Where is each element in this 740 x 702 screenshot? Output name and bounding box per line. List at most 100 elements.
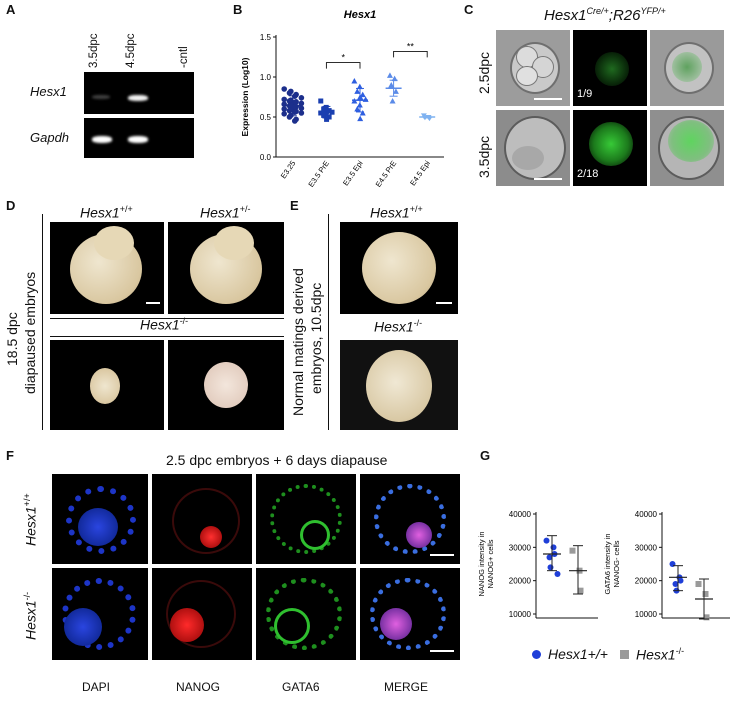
significance-label: * xyxy=(341,53,345,63)
divider xyxy=(328,214,329,430)
gel-band xyxy=(128,136,148,143)
lane-label-2: 4.5dpc xyxy=(125,33,137,68)
embryo-image-e-ko xyxy=(340,340,458,430)
panel-e-side-label-1: Normal matings derived xyxy=(290,268,306,416)
data-point xyxy=(326,114,332,120)
data-point xyxy=(298,95,305,101)
data-point xyxy=(281,86,287,92)
lane-label-3: -cntl xyxy=(178,46,190,68)
y-tick-label: 30000 xyxy=(509,543,532,552)
data-point xyxy=(703,614,710,621)
data-point xyxy=(281,96,287,103)
row-label-ko: Hesx1-/- xyxy=(22,591,39,640)
scale-bar xyxy=(534,98,562,100)
data-point xyxy=(386,72,393,78)
y-tick-label: 0.5 xyxy=(260,113,272,122)
panel-d-side-label-1: 18.5 dpc xyxy=(4,312,20,366)
panel-label-a: A xyxy=(6,2,16,17)
data-point xyxy=(291,118,298,124)
data-point xyxy=(695,581,702,587)
data-point xyxy=(354,88,361,94)
data-point xyxy=(359,91,366,98)
legend-wt-marker xyxy=(532,650,541,659)
data-point xyxy=(554,571,561,577)
nanog-wt xyxy=(152,474,252,564)
data-point xyxy=(298,105,305,111)
dapi-wt xyxy=(52,474,148,564)
data-point xyxy=(389,98,396,104)
gata6-ko xyxy=(256,568,356,660)
data-point xyxy=(543,537,550,544)
data-point xyxy=(351,78,358,84)
gel-image-gapdh xyxy=(84,118,194,158)
x-tick-label: E3.5 PrE xyxy=(306,159,331,189)
data-point xyxy=(356,83,363,90)
brightfield-3-5dpc xyxy=(496,110,570,186)
data-point xyxy=(354,106,361,112)
y-tick-label: 20000 xyxy=(635,577,658,586)
genotype-label-het: Hesx1+/- xyxy=(200,204,251,221)
scale-bar xyxy=(430,554,454,556)
data-point xyxy=(392,88,399,94)
genotype-label-wt: Hesx1+/+ xyxy=(80,204,133,221)
genotype-label-ko: Hesx1-/- xyxy=(374,318,423,335)
gel-band-faint xyxy=(92,95,110,99)
significance-bracket xyxy=(325,62,361,69)
y-tick-label: 20000 xyxy=(509,577,532,586)
data-point xyxy=(298,110,305,116)
data-point xyxy=(324,116,330,122)
data-point xyxy=(388,82,395,88)
data-point xyxy=(298,100,305,107)
legend-wt-label: Hesx1+/+ xyxy=(548,646,608,662)
y-tick-label: 1.5 xyxy=(260,33,272,42)
y-tick-label: 40000 xyxy=(509,510,532,519)
panel-label-b: B xyxy=(233,2,243,17)
count-label: 1/9 xyxy=(577,88,593,100)
genotype-label-ko: Hesx1-/- xyxy=(140,316,189,333)
y-axis-label-line2: NANOG- cells xyxy=(612,540,621,587)
data-point xyxy=(286,114,293,120)
divider xyxy=(50,318,284,319)
scale-bar xyxy=(436,302,452,304)
channel-label-dapi: DAPI xyxy=(82,680,111,694)
dapi-ko xyxy=(52,568,148,660)
y-tick-label: 30000 xyxy=(635,543,658,552)
data-point xyxy=(321,106,327,112)
panel-c-title: Hesx1Cre/+;R26YFP/+ xyxy=(544,6,666,24)
merge-2-5dpc xyxy=(650,30,724,106)
panel-label-c: C xyxy=(464,2,474,17)
scale-bar xyxy=(534,178,562,180)
data-point xyxy=(359,110,366,116)
yfp-2-5dpc: 1/9 xyxy=(573,30,647,106)
y-tick-label: 10000 xyxy=(635,610,658,619)
embryo-image-wt xyxy=(50,222,164,314)
significance-bracket xyxy=(393,50,428,58)
data-point xyxy=(286,107,293,114)
merge-wt xyxy=(360,474,460,564)
gel-row-label-hesx1: Hesx1 xyxy=(30,84,67,99)
legend-ko-marker xyxy=(620,650,629,659)
channel-label-nanog: NANOG xyxy=(176,680,221,694)
y-tick-label: 0.0 xyxy=(260,153,272,162)
channel-label-merge: MERGE xyxy=(384,680,429,694)
data-point xyxy=(547,564,554,571)
x-tick-label: E3.25 xyxy=(279,159,298,180)
gel-row-label-gapdh: Gapdh xyxy=(30,130,70,145)
y-tick-label: 10000 xyxy=(509,610,532,619)
gel-band xyxy=(92,136,112,143)
scale-bar xyxy=(146,302,160,304)
embryo-image-ko-1 xyxy=(50,340,164,430)
gel-band xyxy=(128,95,148,101)
embryo-image-ko-2 xyxy=(168,340,284,430)
count-label: 2/18 xyxy=(577,168,599,180)
panel-label-f: F xyxy=(6,448,14,463)
data-point xyxy=(318,110,324,116)
data-point xyxy=(291,109,298,115)
channel-label-gata6: GATA6 xyxy=(282,680,320,694)
data-point xyxy=(326,108,332,114)
row-label-wt: Hesx1+/+ xyxy=(22,493,39,546)
data-point xyxy=(702,591,709,597)
